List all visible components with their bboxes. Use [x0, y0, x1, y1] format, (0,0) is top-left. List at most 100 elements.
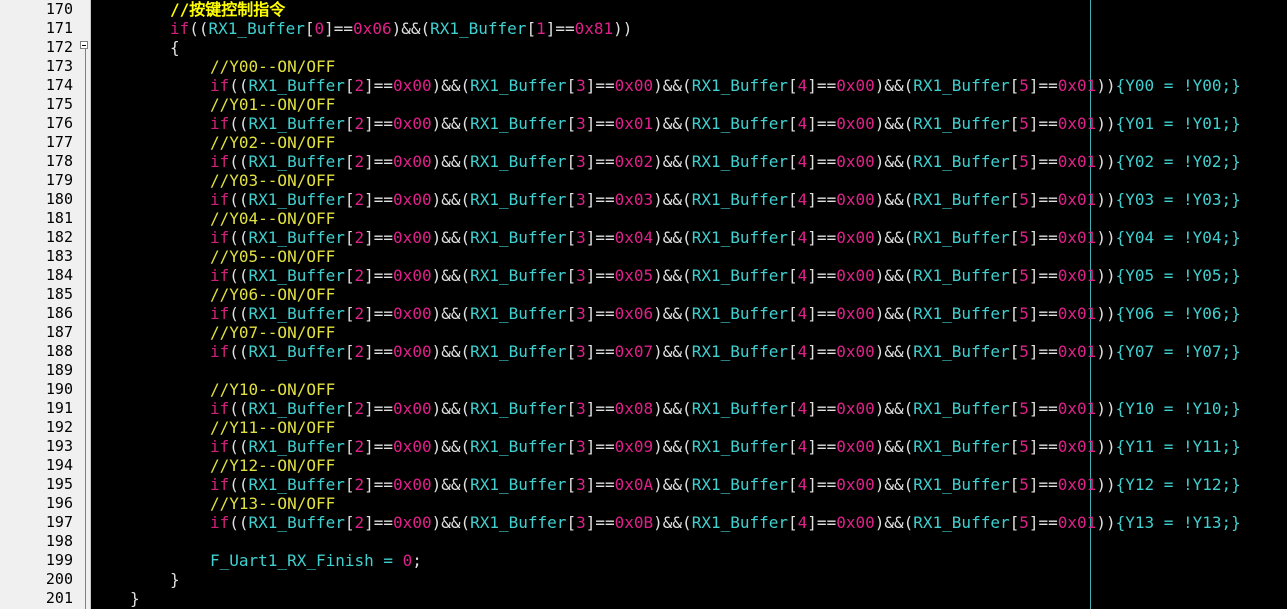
- code-line[interactable]: 175//Y01--ON/OFF: [0, 95, 1287, 114]
- code-token: //Y12--ON/OFF: [210, 456, 336, 475]
- code-token: ]==: [807, 114, 837, 133]
- code-token: )&&(: [653, 513, 692, 532]
- code-token: 0x00: [614, 76, 654, 95]
- code-token: [: [566, 152, 577, 171]
- line-number: 181: [45, 209, 73, 227]
- code-line[interactable]: 194//Y12--ON/OFF: [0, 456, 1287, 475]
- code-token: }: [130, 589, 140, 608]
- code-token: ((: [229, 437, 249, 456]
- code-line[interactable]: 170//按键控制指令: [0, 0, 1287, 19]
- code-token: 0x00: [836, 76, 875, 95]
- code-line[interactable]: 185//Y06--ON/OFF: [0, 285, 1287, 304]
- code-token: {Y02 = !Y02;}: [1115, 152, 1241, 171]
- code-line[interactable]: 177 //Y02--ON/OFF: [0, 133, 1287, 152]
- code-token: )&&(: [653, 342, 692, 361]
- code-token: )&&(: [653, 266, 692, 285]
- code-token: )&&(: [874, 114, 914, 133]
- code-token: RX1_Buffer: [470, 342, 567, 361]
- code-token: 3: [576, 266, 586, 285]
- code-token: 0x01: [1057, 475, 1097, 494]
- code-line[interactable]: 201}: [0, 589, 1287, 608]
- code-token: [: [788, 152, 798, 171]
- code-token: {Y13 = !Y13;}: [1115, 513, 1241, 532]
- code-token: 0x00: [393, 475, 432, 494]
- code-token: {Y00 = !Y00;}: [1115, 76, 1241, 95]
- code-token: )&&(: [874, 76, 914, 95]
- code-line[interactable]: 198: [0, 532, 1287, 551]
- code-line[interactable]: 190//Y10--ON/OFF: [0, 380, 1287, 399]
- code-token: {Y03 = !Y03;}: [1115, 190, 1241, 209]
- code-token: 4: [797, 342, 808, 361]
- line-number: 177: [45, 133, 73, 151]
- code-line[interactable]: 196//Y13--ON/OFF: [0, 494, 1287, 513]
- code-token: 2: [354, 475, 365, 494]
- fold-toggle-icon[interactable]: [80, 41, 88, 49]
- code-token: {Y11 = !Y11;}: [1115, 437, 1241, 456]
- code-text: if((RX1_Buffer[2]==0x00)&&(RX1_Buffer[3]…: [210, 228, 1241, 247]
- code-text: if((RX1_Buffer[2]==0x00)&&(RX1_Buffer[3]…: [210, 304, 1241, 323]
- code-token: RX1_Buffer: [470, 304, 567, 323]
- code-token: 0x01: [1057, 342, 1097, 361]
- code-token: RX1_Buffer: [691, 399, 789, 418]
- line-number: 195: [45, 475, 73, 493]
- code-token: 0x00: [836, 399, 875, 418]
- code-token: 0x06: [353, 19, 392, 38]
- code-token: {Y04 = !Y04;}: [1115, 228, 1241, 247]
- code-token: 5: [1019, 266, 1029, 285]
- code-token: RX1_Buffer: [913, 399, 1010, 418]
- code-text: //Y02--ON/OFF: [210, 133, 335, 152]
- code-token: 0x01: [1057, 190, 1097, 209]
- code-token: )&&(: [874, 399, 914, 418]
- code-token: //Y10--ON/OFF: [210, 380, 336, 399]
- code-line[interactable]: 173//Y00--ON/OFF: [0, 57, 1287, 76]
- code-text: //Y07--ON/OFF: [210, 323, 335, 342]
- code-line[interactable]: 192//Y11--ON/OFF: [0, 418, 1287, 437]
- code-line[interactable]: 181//Y04--ON/OFF: [0, 209, 1287, 228]
- code-token: )&&(: [874, 342, 914, 361]
- code-token: ]==: [585, 190, 615, 209]
- code-token: )&&(: [653, 437, 692, 456]
- code-token: 0x81: [574, 19, 614, 38]
- code-token: [: [788, 304, 798, 323]
- code-token: [: [304, 19, 315, 38]
- code-token: {Y01 = !Y01;}: [1115, 114, 1241, 133]
- code-token: 0x09: [614, 437, 654, 456]
- code-token: 2: [354, 76, 365, 95]
- code-token: )&&(: [874, 437, 914, 456]
- code-token: if: [210, 76, 230, 95]
- code-token: 3: [576, 190, 586, 209]
- code-token: RX1_Buffer: [913, 437, 1010, 456]
- code-token: [: [566, 228, 577, 247]
- code-token: )&&(: [653, 304, 692, 323]
- code-token: ]==: [807, 437, 837, 456]
- code-line[interactable]: 187//Y07--ON/OFF: [0, 323, 1287, 342]
- code-token: ]==: [364, 76, 394, 95]
- code-token: [: [566, 266, 577, 285]
- code-token: //Y03--ON/OFF: [210, 171, 336, 190]
- code-line[interactable]: 179//Y03--ON/OFF: [0, 171, 1287, 190]
- code-line[interactable]: 183//Y05--ON/OFF: [0, 247, 1287, 266]
- code-line[interactable]: 172{: [0, 38, 1287, 57]
- code-token: ]==: [364, 513, 394, 532]
- code-text: F_Uart1_RX_Finish = 0;: [210, 551, 422, 570]
- code-line[interactable]: 189: [0, 361, 1287, 380]
- code-line[interactable]: 200}: [0, 570, 1287, 589]
- code-token: 3: [576, 152, 586, 171]
- code-token: [: [788, 475, 798, 494]
- code-token: 4: [797, 76, 808, 95]
